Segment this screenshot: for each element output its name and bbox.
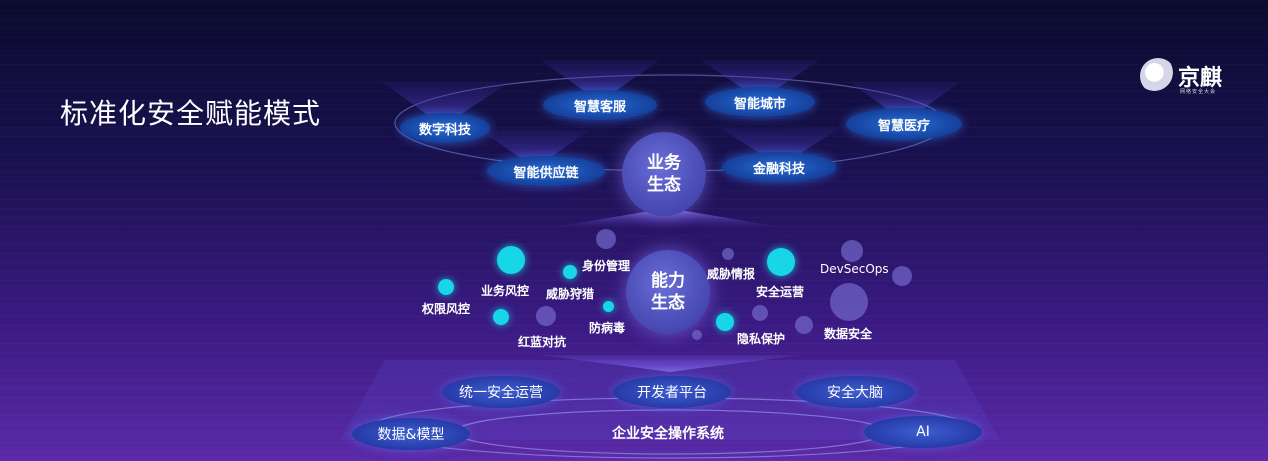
capability-item: 权限风控 [422,302,471,316]
business-item: 数字科技 [400,113,490,143]
capability-item: 安全运营 [756,285,805,299]
platform-item: 统一安全运营 [442,376,560,408]
decor-dot [830,283,868,321]
capability-item: 威胁情报 [707,267,756,281]
logo-icon [1140,58,1176,94]
logo: 京麒 网络安全大会 [1140,58,1230,98]
capability-hub: 能力 生态 [626,250,710,334]
platform-item: AI [864,416,982,448]
decor-dot [752,305,768,321]
decor-dot [716,313,734,331]
decor-dot [767,248,795,276]
business-hub: 业务 生态 [622,132,706,216]
business-item: 金融科技 [722,152,836,182]
capability-item: 业务风控 [481,284,530,298]
business-item: 智能城市 [705,87,815,117]
cone [480,130,590,168]
decor-dot [722,248,734,260]
business-item: 智能供应链 [487,156,605,186]
platform-item: 数据&模型 [352,418,470,450]
decor-dot [497,246,525,274]
page-title: 标准化安全赋能模式 [60,97,322,130]
cone [382,82,510,126]
decor-dot [438,279,454,295]
platform-item: 开发者平台 [613,376,731,408]
business-item: 智慧客服 [543,90,657,120]
decor-dot [892,266,912,286]
cone [720,128,840,166]
decor-dot [603,301,614,312]
decor-dot [493,309,509,325]
capability-item: 红蓝对抗 [518,335,567,349]
cone [700,60,820,100]
capability-item: DevSecOps [820,262,889,276]
decor-dot [795,316,813,334]
capability-item: 数据安全 [824,327,873,341]
decor-dot [841,240,863,262]
capability-item: 防病毒 [589,321,626,335]
capability-item: 隐私保护 [737,332,786,346]
decor-dot [536,306,556,326]
platform-core-label: 企业安全操作系统 [612,426,724,442]
capability-wedge [540,355,800,372]
logo-subtitle: 网络安全大会 [1180,89,1217,95]
logo-name: 京麒 [1178,66,1223,91]
decor-dot [563,265,577,279]
cone [850,82,960,122]
cone [540,60,660,102]
business-item: 智慧医疗 [846,108,962,140]
capability-item: 身份管理 [582,259,631,273]
platform-item: 安全大脑 [796,376,914,408]
business-wedge [560,208,775,226]
decor-dot [692,330,702,340]
decor-dot [596,229,616,249]
capability-item: 威胁狩猎 [546,287,595,301]
